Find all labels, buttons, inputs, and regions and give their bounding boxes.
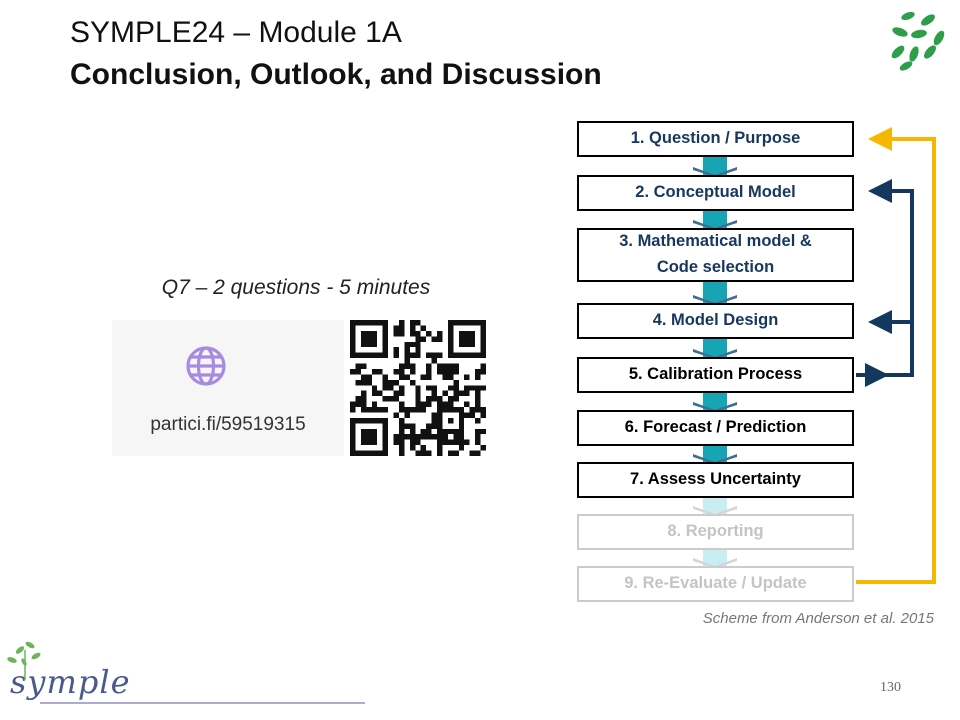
step-connector [703, 339, 727, 357]
leaf-logo-icon [891, 11, 945, 71]
design-loop-arrow [868, 179, 914, 322]
quiz-prompt: Q7 – 2 questions - 5 minutes [161, 276, 431, 299]
step-conceptual-model[interactable]: 2. Conceptual Model [577, 175, 854, 211]
step-connector [703, 550, 727, 566]
symple-logo: symple [10, 663, 131, 701]
step-connector [703, 393, 727, 410]
quiz-url-card[interactable] [112, 320, 344, 456]
slide-subtitle: Conclusion, Outlook, and Discussion [70, 58, 602, 91]
step-assess-uncertainty[interactable]: 7. Assess Uncertainty [577, 462, 854, 498]
step-connector [703, 211, 727, 228]
step-connector [703, 157, 727, 175]
slide-title: SYMPLE24 – Module 1A [70, 16, 402, 49]
step-model-design[interactable]: 4. Model Design [577, 303, 854, 339]
step-mathematical-model[interactable]: 3. Mathematical model & Code selection [577, 228, 854, 282]
step-connector [703, 498, 727, 514]
update-loop-arrow [856, 127, 936, 584]
citation: Scheme from Anderson et al. 2015 [702, 610, 934, 627]
step-connector [703, 446, 727, 462]
globe-icon [186, 346, 226, 386]
step-calibration-process[interactable]: 5. Calibration Process [577, 357, 854, 393]
step-re-evaluate-update[interactable]: 9. Re-Evaluate / Update [577, 566, 854, 602]
page-number: 130 [880, 680, 901, 695]
quiz-url-link[interactable]: partici.fi/59519315 [150, 414, 306, 435]
step-question-purpose[interactable]: 1. Question / Purpose [577, 121, 854, 157]
qr-code[interactable] [350, 320, 486, 456]
step-reporting[interactable]: 8. Reporting [577, 514, 854, 550]
step-forecast-prediction[interactable]: 6. Forecast / Prediction [577, 410, 854, 446]
step-connector [703, 282, 727, 303]
